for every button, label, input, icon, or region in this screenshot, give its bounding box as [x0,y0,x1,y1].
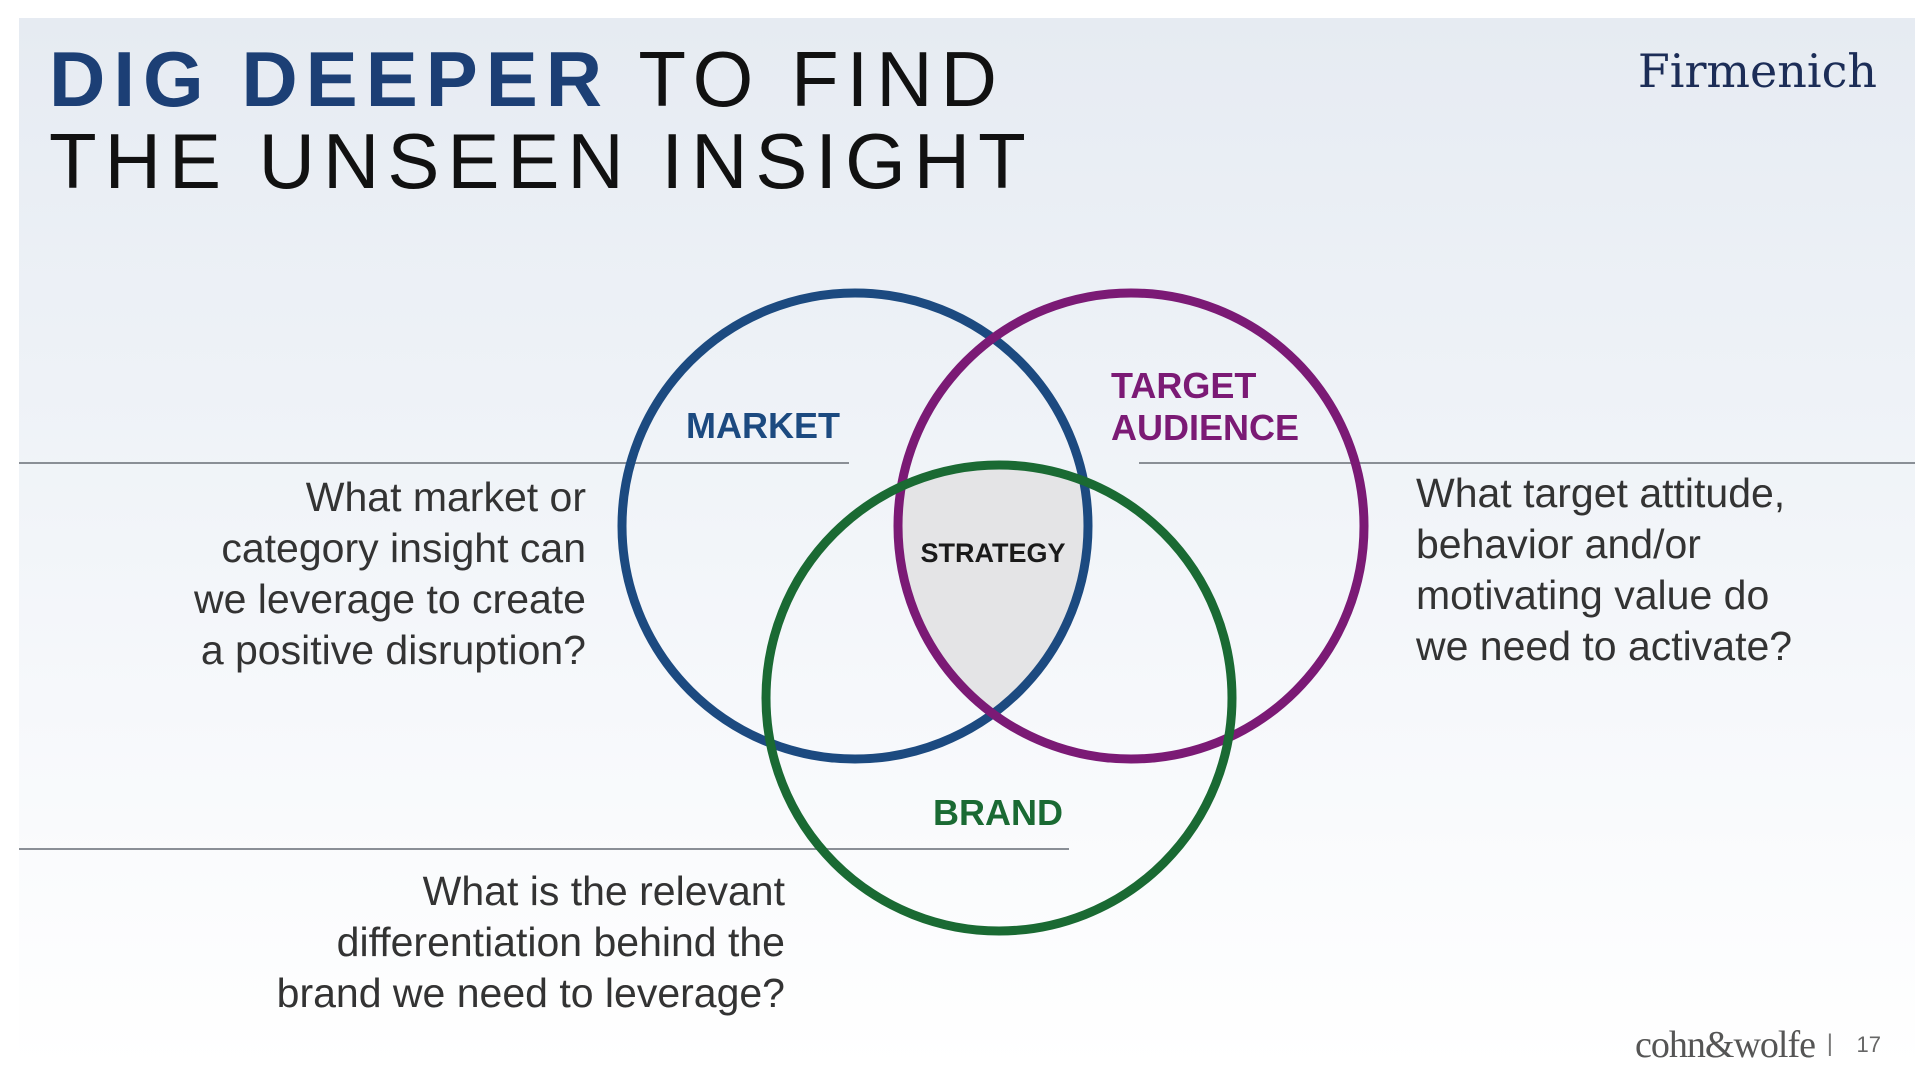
footer-separator: | [1826,1030,1833,1057]
brand-circle [761,460,1237,936]
brand-question-line: brand we need to leverage? [276,970,785,1016]
target-question-line: behavior and/or [1416,521,1701,567]
market-circle [617,288,1093,764]
market-question-line: a positive disruption? [200,627,586,673]
strategy-overlap [898,465,1088,759]
target-question-line: motivating value do [1416,572,1770,618]
title-emphasis: DIG DEEPER [49,35,611,123]
target-question: What target attitude, behavior and/or mo… [1416,468,1792,672]
cohn-wolfe-logo: cohn&wolfe [1635,1024,1816,1066]
market-question-line: we leverage to create [193,576,586,622]
market-question: What market or category insight can we l… [194,472,586,676]
brand-question-line: What is the relevant [422,868,785,914]
title-line1-rest: TO FIND [610,35,1005,123]
brand-question: What is the relevant differentiation beh… [277,866,785,1019]
target-label-line1: TARGET [1111,365,1256,406]
brand-question-line: differentiation behind the [336,919,785,965]
brand-label: BRAND [933,792,1063,833]
market-question-line: category insight can [221,525,586,571]
target-audience-label: TARGET AUDIENCE [1111,365,1299,448]
firmenich-logo: Firmenich [1637,44,1877,98]
page-number: 17 [1856,1032,1881,1057]
venn-diagram: MARKET TARGET AUDIENCE BRAND STRATEGY [617,288,1369,936]
market-label: MARKET [686,405,840,446]
market-question-line: What market or [305,474,586,520]
title-line2: THE UNSEEN INSIGHT [49,117,1034,205]
target-question-line: What target attitude, [1416,470,1786,516]
brand-rule [19,848,1069,850]
target-rule [1139,462,1915,464]
target-audience-circle [893,288,1369,764]
target-question-line: we need to activate? [1416,623,1793,669]
market-rule [19,462,849,464]
target-label-line2: AUDIENCE [1111,407,1299,448]
strategy-label: STRATEGY [920,538,1065,568]
